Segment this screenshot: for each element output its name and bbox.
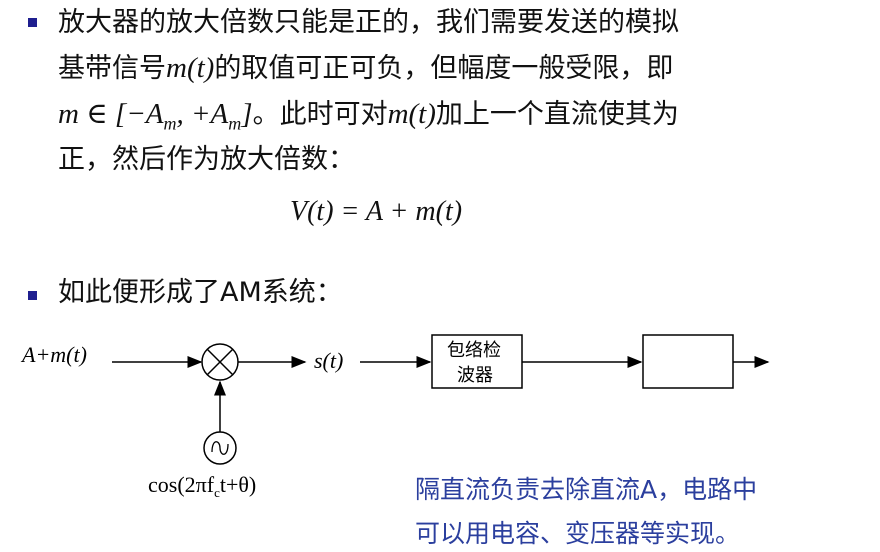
text: 加上一个直流使其为 [435,99,679,130]
oscillator-label: cos(2πfct+θ) [148,472,256,500]
math: m [228,113,242,134]
math: m [163,113,177,134]
envelope-detector-box [431,334,523,389]
text-line-2: 基带信号m(t)的取值可正可负，但幅度一般受限，即 [58,45,673,92]
text: 基带信号 [58,53,166,84]
text-line-5: 如此便形成了AM系统： [58,270,343,316]
envelope-detector-label: 波器 [457,365,493,386]
math: m ∈ [−A [58,98,164,130]
note-line-1: 隔直流负责去除直流A，电路中 [415,475,758,504]
text-line-1: 放大器的放大倍数只能是正的，我们需要发送的模拟 [58,0,679,46]
math: ] [241,98,253,130]
math: , +A [176,98,229,130]
input-label: A+m(t) [20,342,87,367]
text-line-4: 正，然后作为放大倍数： [58,137,355,183]
signal-label: s(t) [314,348,343,373]
equation: V(t) = A + m(t) [290,196,463,227]
dc-block-box [642,334,734,389]
text: 如此便形成了AM系统： [58,277,343,308]
text: 放大器的放大倍数只能是正的，我们需要发送的模拟 [58,7,679,38]
bullet-marker [28,18,37,27]
math: m(t) [166,52,215,84]
envelope-detector-label: 包络检 [447,340,501,361]
oscillator-icon [203,431,237,465]
math: m(t) [387,98,436,130]
note-line-2: 可以用电容、变压器等实现。 [415,519,741,548]
text-line-3: m ∈ [−Am, +Am]。此时可对m(t)加上一个直流使其为 [58,91,679,146]
multiplier-icon [201,343,239,381]
text: 。此时可对 [252,99,388,130]
text: 的取值可正可负，但幅度一般受限，即 [214,53,674,84]
bullet-marker [28,291,37,300]
text: 正，然后作为放大倍数： [58,144,355,175]
